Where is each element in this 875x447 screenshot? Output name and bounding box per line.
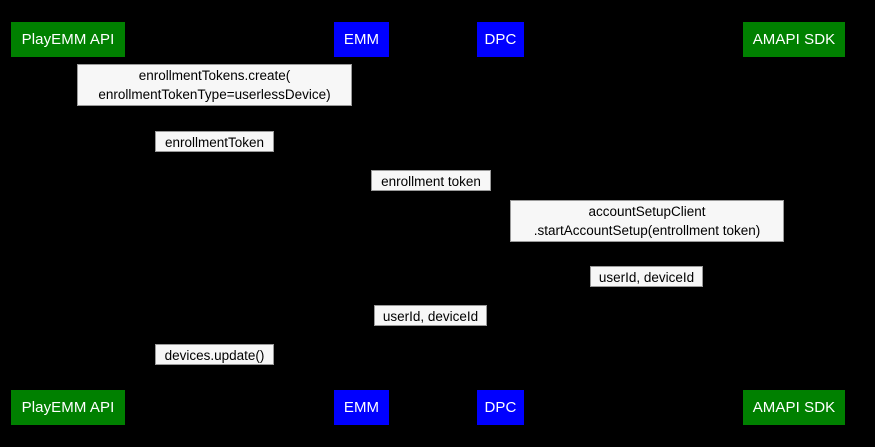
message-text-line: userId, deviceId bbox=[382, 309, 479, 324]
participant-dpc-bottom[interactable]: DPC bbox=[477, 390, 524, 425]
participant-label: EMM bbox=[343, 31, 380, 48]
participant-label: AMAPI SDK bbox=[752, 399, 836, 416]
participant-label: PlayEMM API bbox=[21, 399, 115, 416]
participant-amapi-sdk-top[interactable]: AMAPI SDK bbox=[743, 22, 845, 57]
lifeline-amapi-sdk bbox=[794, 57, 795, 390]
participant-label: PlayEMM API bbox=[21, 31, 115, 48]
message-label-5: userId, deviceId bbox=[590, 266, 703, 287]
message-label-2: enrollmentToken bbox=[155, 131, 274, 152]
participant-playemm-api-top[interactable]: PlayEMM API bbox=[11, 22, 125, 57]
lifeline-emm bbox=[361, 57, 363, 390]
message-text-line: accountSetupClient bbox=[588, 204, 706, 219]
message-label-4: accountSetupClient .startAccountSetup(ent… bbox=[510, 200, 784, 242]
participant-amapi-sdk-bottom[interactable]: AMAPI SDK bbox=[743, 390, 845, 425]
participant-dpc-top[interactable]: DPC bbox=[477, 22, 524, 57]
message-text-line: userId, deviceId bbox=[598, 270, 695, 285]
message-label-1: enrollmentTokens.create( enrollmentTokenT… bbox=[77, 64, 352, 106]
participant-label: DPC bbox=[484, 399, 517, 416]
message-text-line: enrollmentTokens.create( bbox=[138, 68, 291, 83]
message-text-line: enrollmentTokenType=userlessDevice) bbox=[98, 87, 331, 102]
participant-emm-bottom[interactable]: EMM bbox=[334, 390, 389, 425]
message-label-3: enrollment token bbox=[371, 170, 491, 191]
message-text-line: devices.update() bbox=[164, 348, 265, 363]
message-text-line: enrollment token bbox=[381, 174, 481, 189]
participant-label: EMM bbox=[343, 399, 380, 416]
lifeline-dpc bbox=[500, 57, 502, 390]
participant-label: DPC bbox=[484, 31, 517, 48]
message-text-line: enrollmentToken bbox=[164, 135, 265, 150]
message-label-6: userId, deviceId bbox=[374, 305, 487, 326]
participant-playemm-api-bottom[interactable]: PlayEMM API bbox=[11, 390, 125, 425]
participant-label: AMAPI SDK bbox=[752, 31, 836, 48]
participant-emm-top[interactable]: EMM bbox=[334, 22, 389, 57]
message-label-7: devices.update() bbox=[155, 344, 274, 365]
message-text-line: .startAccountSetup(entrollment token) bbox=[533, 223, 761, 238]
lifeline-playemm-api bbox=[68, 57, 69, 390]
